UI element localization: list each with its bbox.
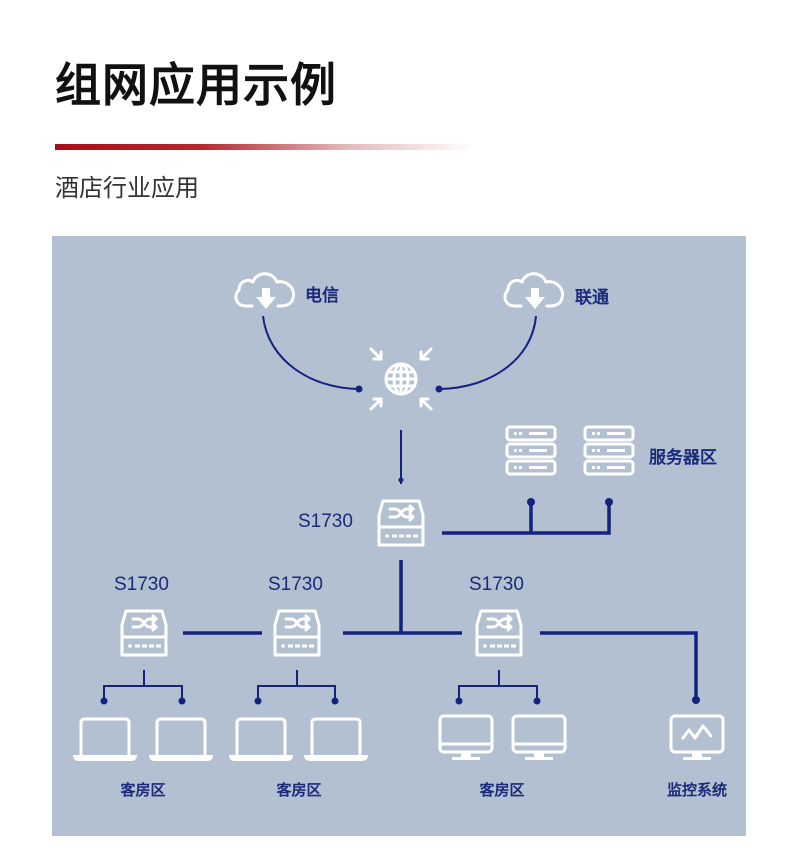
laptop-icon xyxy=(302,717,370,763)
link-core-servers xyxy=(442,503,611,535)
link-access3-devices xyxy=(458,670,538,700)
title-divider xyxy=(55,144,475,150)
globe-icon xyxy=(369,347,433,411)
link-endpoint xyxy=(178,697,186,705)
switch-icon xyxy=(273,609,321,657)
switch-model-label: S1730 xyxy=(268,574,323,595)
desktop-monitor-icon xyxy=(438,714,494,762)
cloud-download-icon xyxy=(234,272,296,311)
link-endpoint xyxy=(398,477,404,483)
desktop-monitor-icon xyxy=(511,714,567,762)
guest-room-zone-2: 客房区 xyxy=(227,717,370,799)
core-switch-node: S1730 xyxy=(298,499,425,547)
switch-icon xyxy=(475,609,523,657)
monitoring-system-zone: 监控系统 xyxy=(667,714,727,799)
zone-label: 客房区 xyxy=(478,781,524,799)
server-zone-label: 服务器区 xyxy=(649,447,717,468)
page-subtitle: 酒店行业应用 xyxy=(55,174,199,202)
zone-label: 客房区 xyxy=(275,781,321,799)
link-access2-devices xyxy=(257,670,336,700)
link-core-access xyxy=(343,560,462,635)
server-rack-icon xyxy=(583,425,635,476)
link-endpoint xyxy=(100,697,108,705)
link-unicom-internet xyxy=(439,315,537,390)
link-endpoint xyxy=(605,498,613,506)
link-endpoint xyxy=(355,385,363,393)
laptop-icon xyxy=(227,717,295,763)
server-rack-icon xyxy=(505,425,557,476)
zone-label: 客房区 xyxy=(119,781,165,799)
guest-room-zone-1: 客房区 xyxy=(71,717,215,799)
zone-label: 监控系统 xyxy=(667,781,727,799)
monitoring-screen-icon xyxy=(669,714,725,762)
switch-model-label: S1730 xyxy=(298,511,353,532)
access-switch-node-1: S1730 xyxy=(114,574,169,657)
access-switch-node-3: S1730 xyxy=(469,574,524,657)
link-endpoint xyxy=(435,385,443,393)
switch-model-label: S1730 xyxy=(469,574,524,595)
link-endpoint xyxy=(533,697,541,705)
page-title: 组网应用示例 xyxy=(55,58,337,112)
link-access1-devices xyxy=(103,670,183,700)
link-endpoint xyxy=(254,697,262,705)
laptop-icon xyxy=(147,717,215,763)
link-endpoint xyxy=(331,697,339,705)
isp-unicom-node: 联通 xyxy=(503,272,609,311)
switch-icon xyxy=(377,499,425,547)
switch-model-label: S1730 xyxy=(114,574,169,595)
server-zone: 服务器区 xyxy=(505,425,717,476)
laptop-icon xyxy=(71,717,139,763)
cloud-download-icon xyxy=(503,272,565,311)
link-telecom-internet xyxy=(262,315,359,390)
link-endpoint xyxy=(692,696,700,704)
isp-label: 联通 xyxy=(575,288,609,308)
link-endpoint xyxy=(527,498,535,506)
link-access3-monitoring xyxy=(540,631,698,699)
access-switch-node-2: S1730 xyxy=(268,574,323,657)
isp-telecom-node: 电信 xyxy=(234,272,339,311)
guest-room-zone-3: 客房区 xyxy=(438,714,567,799)
switch-icon xyxy=(120,609,168,657)
link-endpoint xyxy=(455,697,463,705)
isp-label: 电信 xyxy=(305,285,339,306)
